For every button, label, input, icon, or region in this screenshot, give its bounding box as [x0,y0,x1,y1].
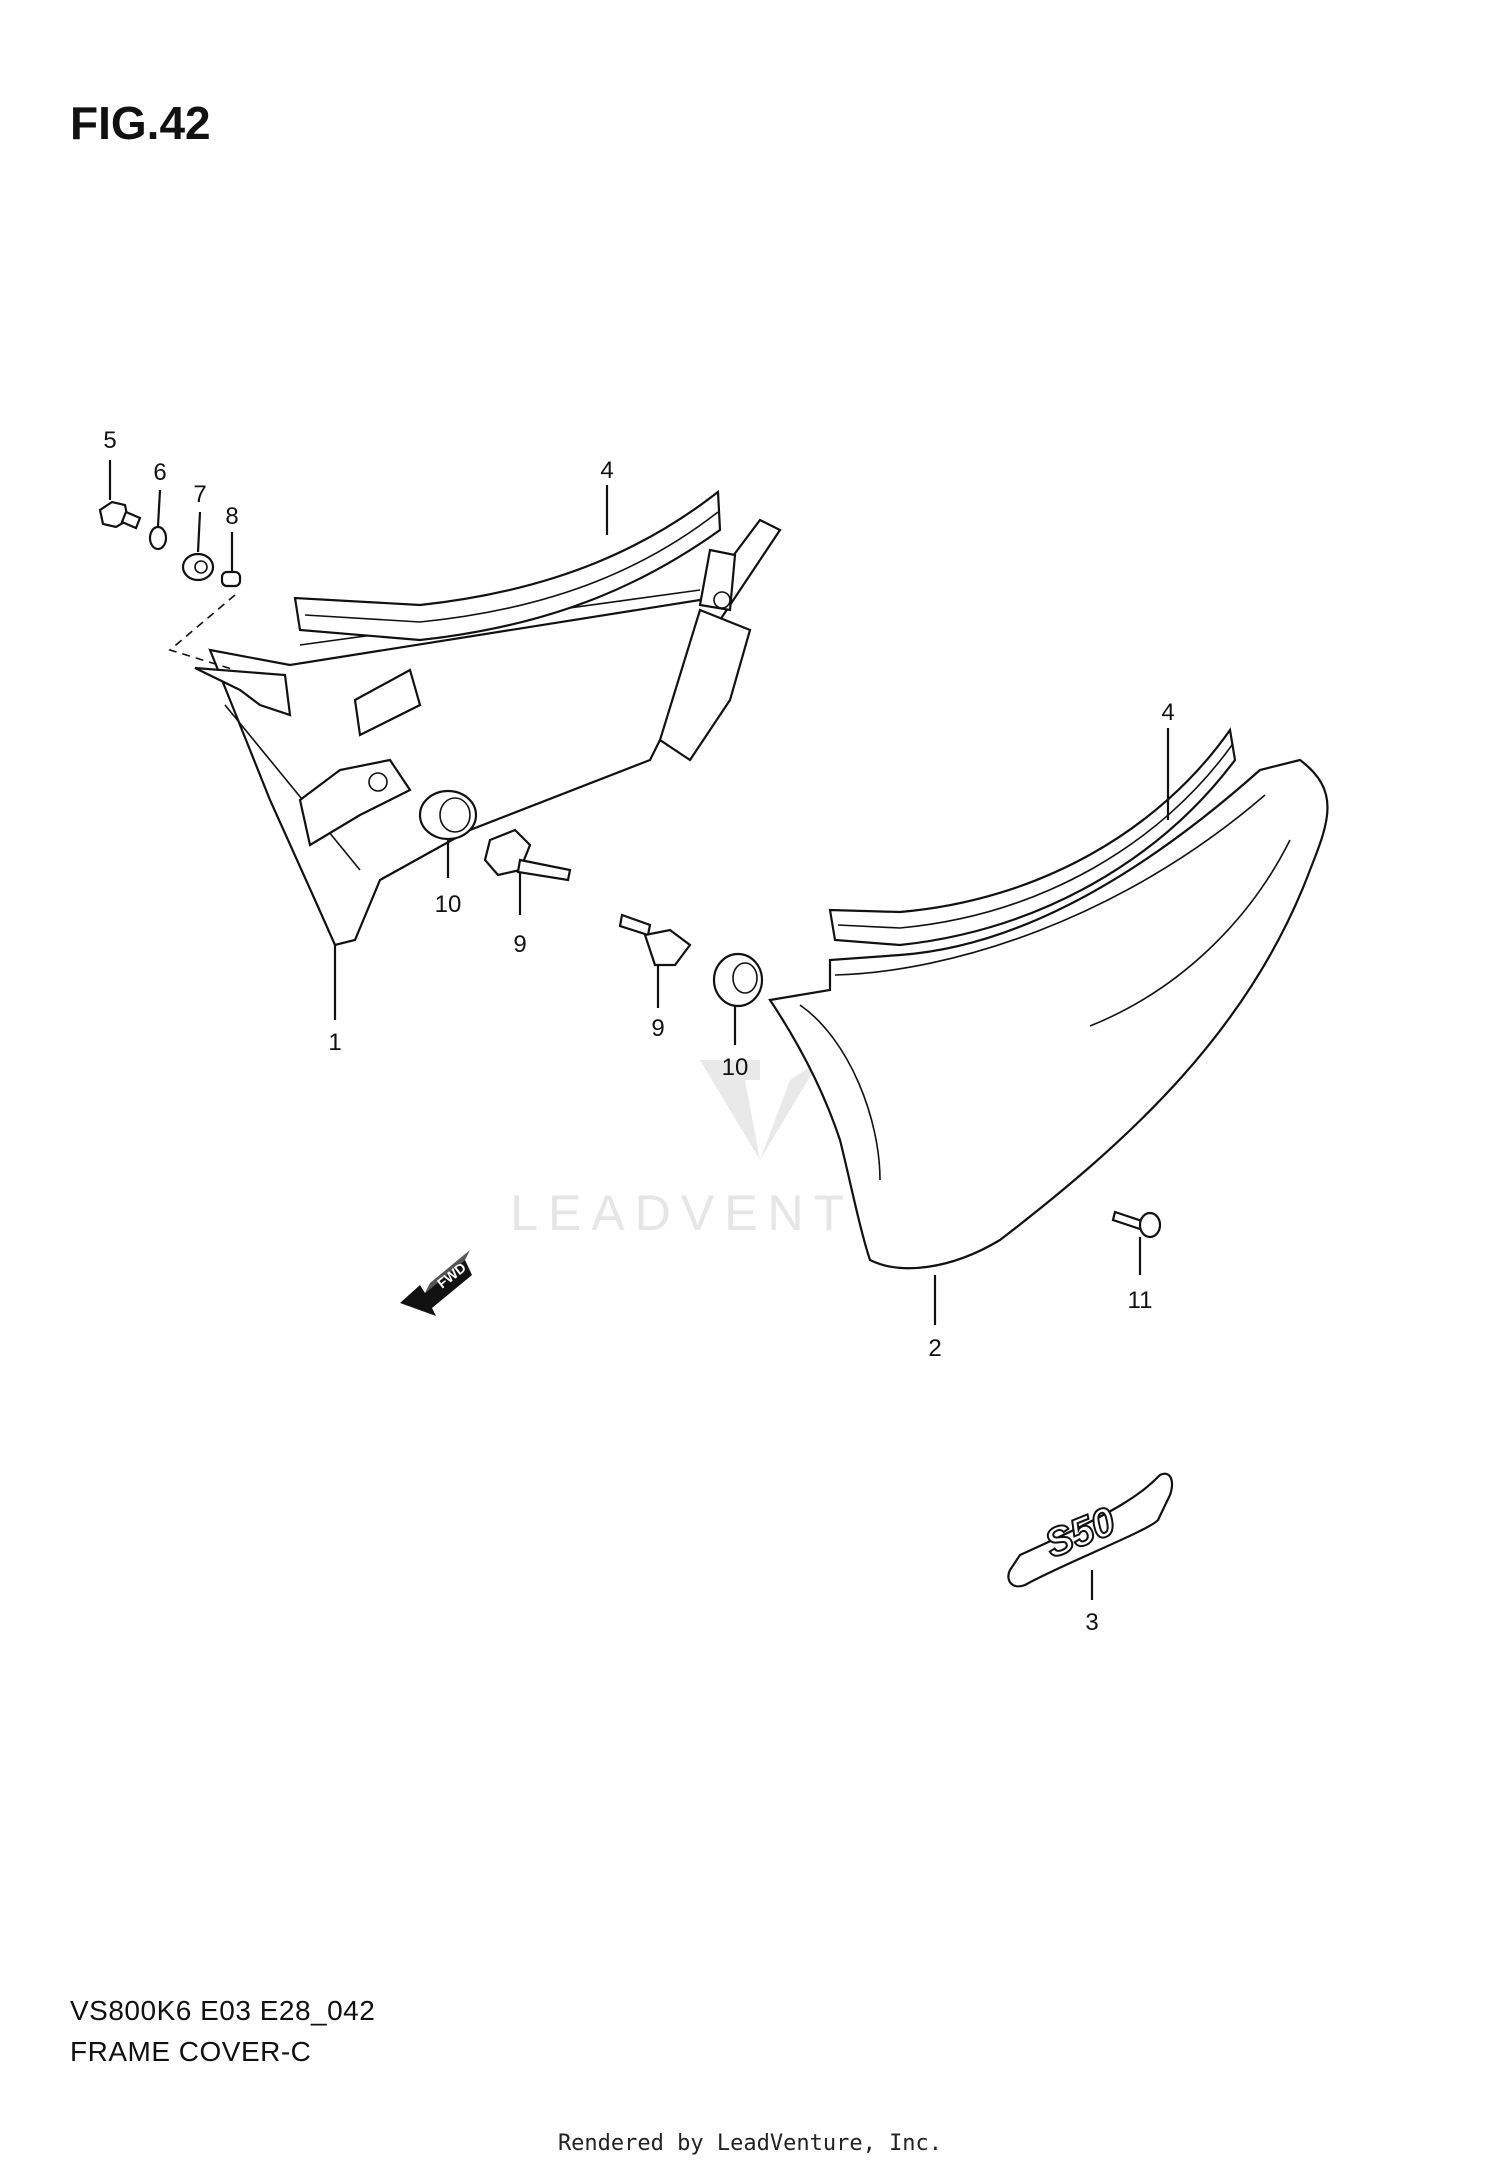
leader-lines [108,460,1170,1600]
frame-cover-left [194,518,782,947]
callout-5: 5 [103,427,116,454]
callout-4-lower: 4 [1161,699,1174,726]
callout-1: 1 [328,1029,341,1056]
trim-strip-left [293,489,722,642]
screw-9-left [483,828,572,882]
grommet-10-left [418,789,478,841]
callout-4-upper: 4 [600,457,613,484]
screw-11 [1111,1210,1162,1239]
frame-cover-right [768,758,1329,1270]
callout-8: 8 [225,503,238,530]
emblem-3: S50 [1007,1472,1174,1588]
grommet-7 [181,552,215,582]
callout-9-left: 9 [513,931,526,958]
grommet-10-right [712,952,764,1008]
section-name: FRAME COVER-C [70,2036,312,2067]
screw-9-right [618,913,692,967]
footer-credit: Rendered by LeadVenture, Inc. [557,2131,943,2156]
model-code: VS800K6 E03 E28_042 [70,1995,376,2026]
figure-title: FIG.42 [70,97,211,149]
trim-strip-right [828,727,1237,947]
callout-9-right: 9 [651,1015,664,1042]
callout-10-right: 10 [722,1054,749,1081]
collar-8 [220,570,242,588]
bolt-5 [98,500,142,530]
callout-10-left: 10 [435,891,462,918]
callouts: 5 6 7 8 4 4 10 9 1 9 10 11 2 3 [103,427,1174,1636]
forward-arrow: FWD [400,1250,472,1316]
emblem-text: S50 [1039,1499,1121,1566]
callout-6: 6 [153,459,166,486]
washer-6 [148,525,168,551]
callout-3: 3 [1085,1609,1098,1636]
callout-7: 7 [193,481,206,508]
callout-2: 2 [928,1335,941,1362]
callout-11: 11 [1128,1287,1153,1314]
